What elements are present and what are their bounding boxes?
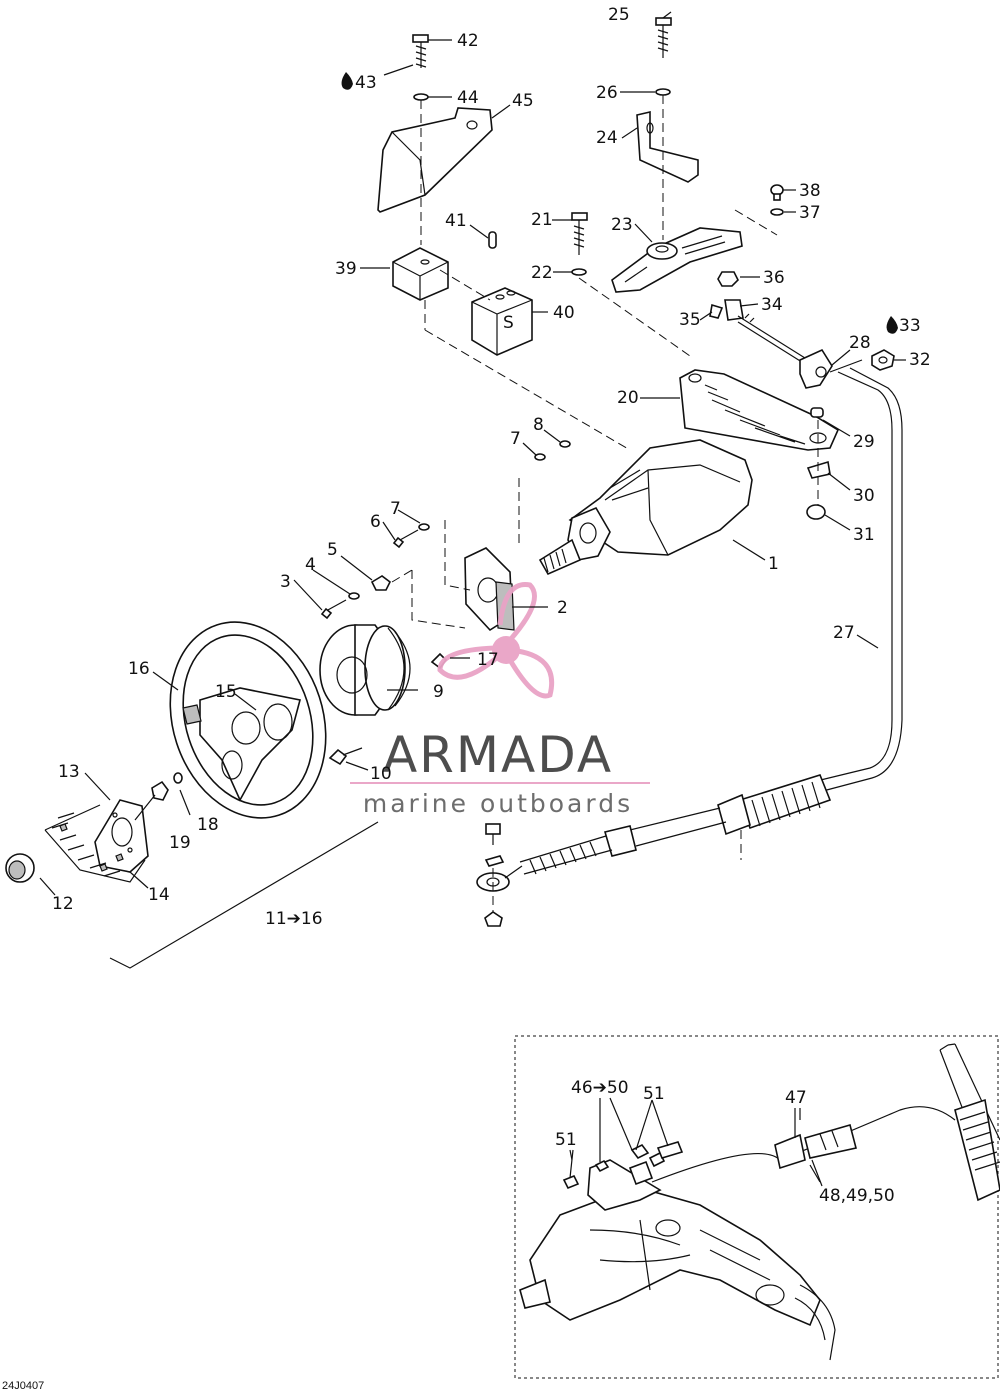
drop-icon (341, 72, 353, 90)
armada-watermark: ARMADA marine outboards (350, 582, 650, 818)
callout-10: 10 (370, 764, 392, 784)
callout-17: 17 (477, 650, 499, 670)
bolt-10 (328, 747, 363, 766)
callout-8: 8 (533, 415, 544, 435)
hub-9 (319, 624, 411, 716)
bracket-assembly-45: S (377, 34, 631, 451)
drop-icon (886, 316, 898, 334)
callout-5: 5 (327, 540, 338, 560)
callout-19: 19 (169, 833, 191, 853)
callout-42: 42 (457, 31, 479, 51)
steering-wheel-16 (169, 621, 327, 819)
callout-14: 14 (148, 885, 170, 905)
diagram-code: 24J0407 (2, 1380, 44, 1392)
callout-1: 1 (768, 554, 779, 574)
callout-13: 13 (58, 762, 80, 782)
callout-36: 36 (763, 268, 785, 288)
callout-21: 21 (531, 210, 553, 230)
callout-23: 23 (611, 215, 633, 235)
callout-7b: 7 (510, 429, 521, 449)
svg-text:S: S (503, 313, 514, 333)
callout-labels: 42 43 44 45 41 39 40 25 26 24 21 23 22 3… (2, 5, 931, 1392)
callout-29: 29 (853, 432, 875, 452)
callout-47: 47 (785, 1088, 807, 1108)
callout-34: 34 (761, 295, 783, 315)
callout-4: 4 (305, 555, 316, 575)
leader-lines (39, 11, 906, 1183)
callout-12: 12 (52, 894, 74, 914)
callout-38: 38 (799, 181, 821, 201)
callout-2: 2 (557, 598, 568, 618)
callout-43: 43 (355, 73, 377, 93)
callout-46-50: 46➔50 (571, 1078, 629, 1098)
callout-16: 16 (128, 659, 150, 679)
callout-51b: 51 (643, 1084, 665, 1104)
callout-31: 31 (853, 525, 875, 545)
callout-39: 39 (335, 259, 357, 279)
watermark-title: ARMADA (383, 726, 613, 784)
watermark-subtitle: marine outboards (363, 789, 633, 818)
callout-18: 18 (197, 815, 219, 835)
callout-40: 40 (553, 303, 575, 323)
callout-22: 22 (531, 263, 553, 283)
callout-15: 15 (215, 682, 237, 702)
callout-45: 45 (512, 91, 534, 111)
steering-cable-27 (476, 367, 903, 927)
callout-24: 24 (596, 128, 618, 148)
callout-6: 6 (370, 512, 381, 532)
callout-20: 20 (617, 388, 639, 408)
group-line-11-16 (109, 821, 379, 969)
callout-11-16: 11➔16 (265, 909, 323, 929)
callout-3: 3 (280, 572, 291, 592)
callout-44: 44 (457, 88, 479, 108)
callout-35: 35 (679, 310, 701, 330)
callout-41: 41 (445, 211, 467, 231)
hardware-3-to-8 (320, 440, 571, 629)
callout-51a: 51 (555, 1130, 577, 1150)
hub-plate-13 (5, 772, 183, 883)
callout-30: 30 (853, 486, 875, 506)
callout-26: 26 (596, 83, 618, 103)
callout-7a: 7 (390, 499, 401, 519)
steering-arm-assembly (571, 17, 895, 520)
callout-37: 37 (799, 203, 821, 223)
callout-32: 32 (909, 350, 931, 370)
callout-48-50: 48,49,50 (819, 1186, 895, 1206)
callout-27: 27 (833, 623, 855, 643)
steering-helm-1 (444, 439, 753, 632)
callout-9: 9 (433, 682, 444, 702)
callout-28: 28 (849, 333, 871, 353)
inset-detail-box (514, 1035, 1000, 1379)
callout-33: 33 (899, 316, 921, 336)
callout-25: 25 (608, 5, 630, 25)
propeller-logo-icon (437, 582, 555, 699)
